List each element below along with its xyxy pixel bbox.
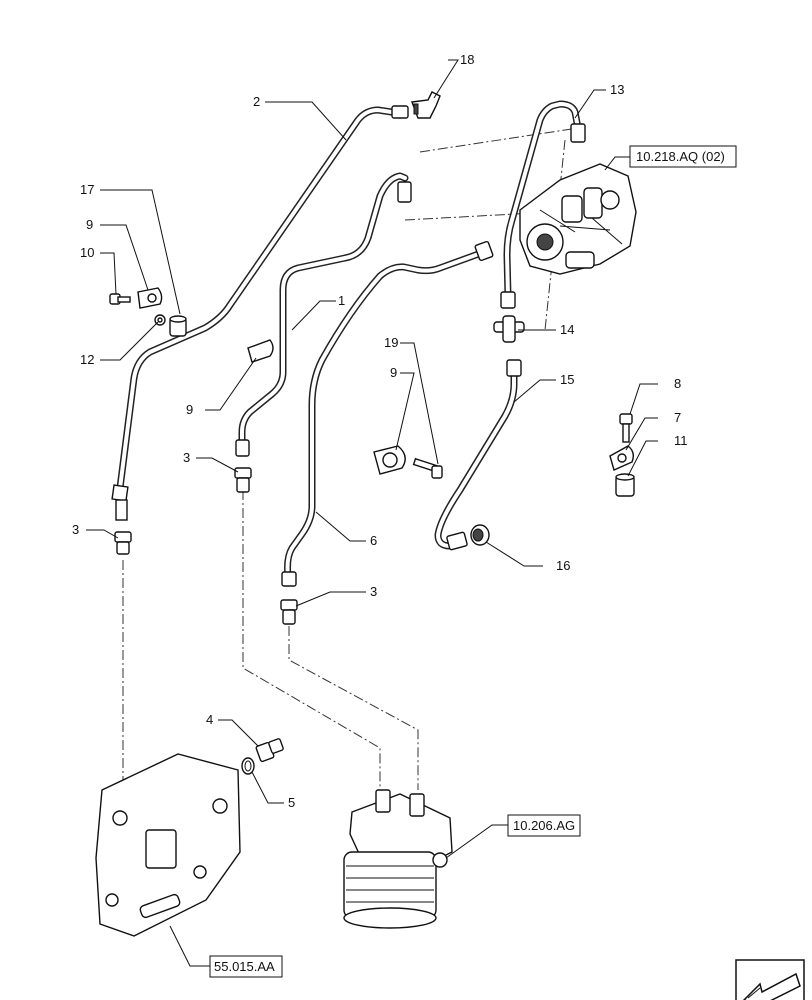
fuel-filter [343, 789, 453, 929]
callout-labels: 2 18 13 17 9 10 12 1 9 3 3 6 3 19 9 14 1… [72, 52, 688, 810]
bolt-8 [619, 413, 633, 443]
clamp-7 [609, 445, 635, 471]
elbow-fitting-18 [411, 91, 441, 119]
callout-16: 16 [556, 558, 570, 573]
tee-fitting-14 [493, 315, 525, 343]
callout-8: 8 [674, 376, 681, 391]
callout-3-b: 3 [183, 450, 190, 465]
callout-11: 11 [674, 433, 688, 448]
ref-pump-label: 10.218.AQ (02) [636, 149, 725, 164]
tube-2 [111, 105, 409, 521]
bolt-19 [412, 457, 443, 479]
clamp-9-middle [247, 339, 274, 363]
navigation-arrow-icon[interactable] [735, 959, 805, 1000]
ref-pump[interactable]: 10.218.AQ (02) [629, 145, 737, 168]
callout-19: 19 [384, 335, 398, 350]
fitting-4 [255, 738, 284, 763]
callout-7: 7 [674, 410, 681, 425]
tube-6 [281, 240, 494, 587]
plug-16 [470, 524, 490, 546]
tube-13 [500, 100, 586, 309]
callout-6: 6 [370, 533, 377, 548]
fitting-3-a [114, 531, 132, 555]
fitting-3-b [234, 467, 252, 493]
callout-15: 15 [560, 372, 574, 387]
injection-pump [519, 163, 637, 275]
callout-2: 2 [253, 94, 260, 109]
clamp-9-left [137, 287, 163, 309]
callout-10: 10 [80, 245, 94, 260]
callout-12: 12 [80, 352, 94, 367]
tube-1 [235, 172, 412, 457]
ref-filter-label: 10.206.AG [513, 818, 575, 833]
mounting-plate [95, 753, 241, 937]
ref-plate[interactable]: 55.015.AA [209, 955, 283, 978]
fitting-3-c [280, 599, 298, 625]
callout-9-right: 9 [390, 365, 397, 380]
callout-18: 18 [460, 52, 474, 67]
callout-14: 14 [560, 322, 574, 337]
callout-9-middle: 9 [186, 402, 193, 417]
callout-5: 5 [288, 795, 295, 810]
callout-3-a: 3 [72, 522, 79, 537]
tube-15 [434, 359, 522, 551]
ref-plate-label: 55.015.AA [214, 959, 275, 974]
callout-1: 1 [338, 293, 345, 308]
ref-filter[interactable]: 10.206.AG [507, 814, 581, 837]
washer-5 [241, 757, 255, 775]
spacer-11 [615, 473, 635, 497]
callout-leaders [86, 59, 658, 967]
callout-17: 17 [80, 182, 94, 197]
callout-4: 4 [206, 712, 213, 727]
callout-3-c: 3 [370, 584, 377, 599]
bolt-10 [109, 293, 131, 305]
callout-9-left: 9 [86, 217, 93, 232]
clamp-9-right [373, 445, 406, 475]
callout-13: 13 [610, 82, 624, 97]
spacer-17 [169, 315, 187, 337]
